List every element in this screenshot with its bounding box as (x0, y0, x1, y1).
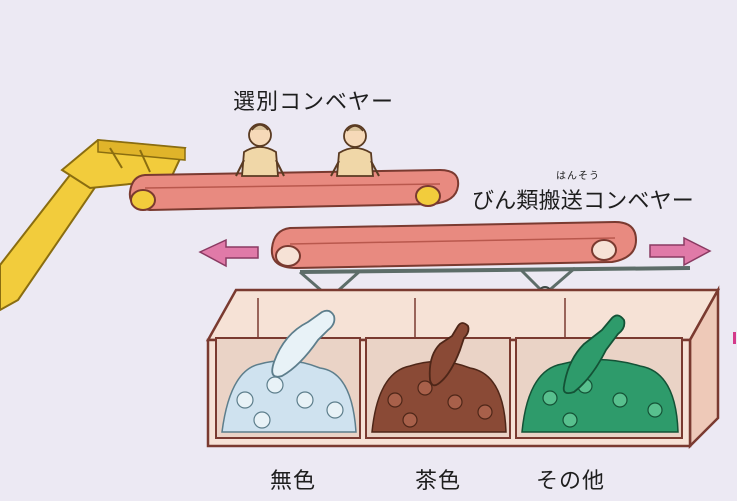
worker-icon (330, 124, 380, 177)
right-arrow-icon (649, 236, 712, 267)
bin-label-other: その他 (536, 469, 606, 494)
edge-mark (733, 332, 736, 344)
bottle-icon (271, 309, 336, 378)
worker-icon (235, 123, 285, 177)
sorting-conveyor (128, 168, 460, 212)
transport-furigana: はんそう (556, 171, 600, 182)
pile-brown (371, 360, 507, 433)
sorting-conveyor-label: 選別コンベヤー (233, 90, 395, 115)
bin-label-colorless: 無色 (270, 469, 317, 494)
hopper-chute (0, 138, 187, 312)
pile-green (521, 358, 679, 433)
bin-label-brown: 茶色 (415, 469, 462, 494)
bottle-icon (562, 314, 626, 395)
pile-colorless (221, 360, 357, 433)
bottle-icon (428, 322, 470, 387)
transport-conveyor-label: びん類搬送コンベヤー (472, 189, 695, 214)
left-arrow-icon (198, 238, 259, 268)
